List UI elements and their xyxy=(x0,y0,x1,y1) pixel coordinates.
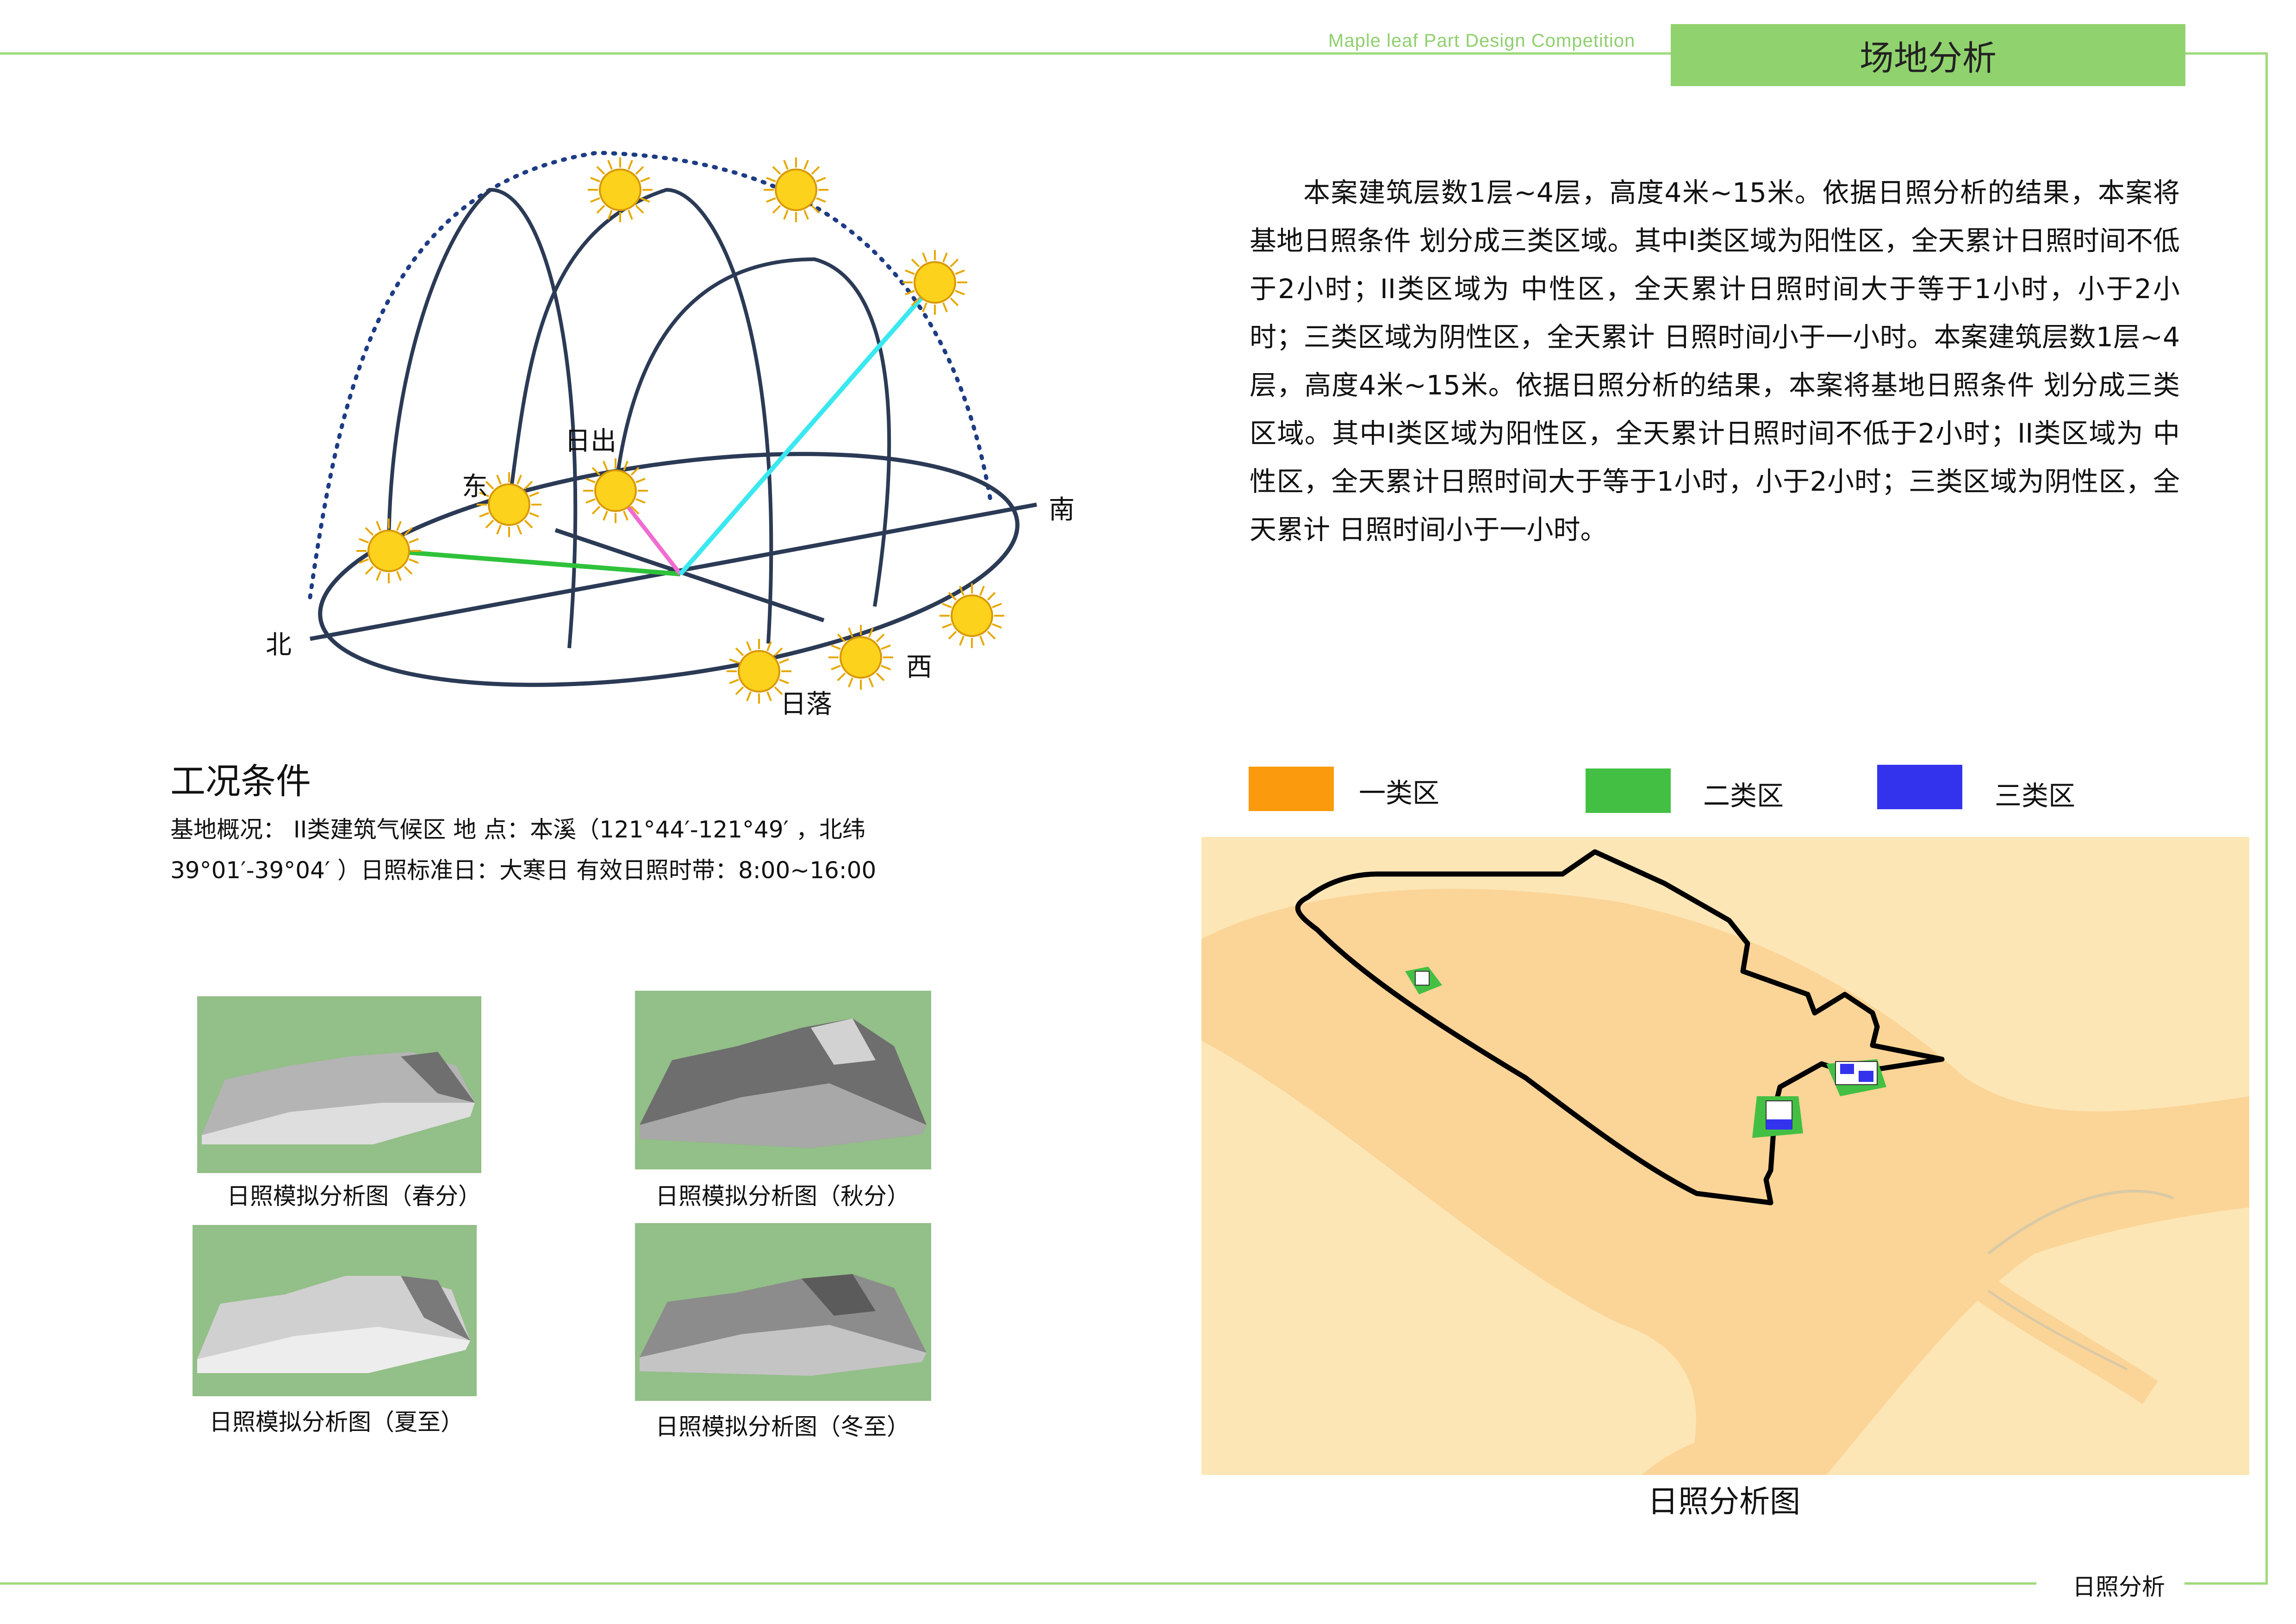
zone3-patch xyxy=(1859,1071,1873,1082)
label-sunset: 日落 xyxy=(780,689,832,719)
ray-green xyxy=(388,549,681,576)
footer-rule-left xyxy=(0,1582,2036,1585)
legend-swatch-zone1 xyxy=(1249,767,1334,811)
brand-text: Maple leaf Part Design Competition xyxy=(1328,31,1636,51)
gray-channel xyxy=(1987,1289,2128,1371)
caption-spring: 日照模拟分析图（春分） xyxy=(227,1183,481,1210)
ray-cyan xyxy=(678,281,937,576)
simulation-image-autumn xyxy=(635,991,931,1169)
label-sunrise: 日出 xyxy=(565,426,616,456)
sun-icon xyxy=(587,156,653,223)
footer-rule-right xyxy=(2184,1582,2268,1585)
sun-icon xyxy=(902,249,968,316)
label-east: 东 xyxy=(462,472,488,502)
conditions-line-1: 基地概况： II类建筑气候区 地 点：本溪（121°44′-121°49′ ，北… xyxy=(170,816,865,843)
sun-arc-2 xyxy=(507,187,773,644)
zone3-patch xyxy=(1766,1119,1792,1130)
simulation-image-spring xyxy=(197,996,481,1173)
label-north: 北 xyxy=(266,630,292,660)
legend-swatch-zone2 xyxy=(1586,768,1671,813)
caption-summer: 日照模拟分析图（夏至） xyxy=(209,1409,464,1436)
conditions-line-2: 39°01′-39°04′ ）日照标准日：大寒日 有效日照时带：8:00~16:… xyxy=(170,857,877,884)
building-block xyxy=(1415,971,1430,986)
footer-label: 日照分析 xyxy=(2072,1574,2165,1600)
horizon-ellipse xyxy=(318,452,1020,687)
gray-channel xyxy=(1987,1190,2174,1255)
caption-winter: 日照模拟分析图（冬至） xyxy=(655,1413,910,1440)
lower-branch xyxy=(1641,1438,1780,1475)
zone3-patch xyxy=(1840,1064,1854,1074)
simulation-image-summer xyxy=(193,1225,477,1396)
sun-icon xyxy=(828,624,894,691)
map-title: 日照分析图 xyxy=(1648,1484,1800,1519)
sunlight-analysis-map xyxy=(1201,837,2249,1475)
outer-sky-arc xyxy=(308,150,993,600)
sun-arc-3 xyxy=(614,257,891,607)
legend-label-zone2: 二类区 xyxy=(1703,780,1784,812)
sun-path-diagram: 东 日出 南 北 西 日落 xyxy=(266,150,1075,719)
sun-icon xyxy=(582,457,649,524)
east-west-axis xyxy=(554,528,825,623)
header-rule xyxy=(0,52,2268,55)
label-south: 南 xyxy=(1049,495,1075,525)
land-area xyxy=(1201,888,2249,1475)
label-west: 西 xyxy=(906,652,932,682)
right-frame-line xyxy=(2265,52,2268,1585)
conditions-text: 基地概况： II类建筑气候区 地 点：本溪（121°44′-121°49′ ，北… xyxy=(170,809,957,891)
intro-paragraph: 本案建筑层数1层~4层，高度4米~15米。依据日照分析的结果，本案将基地日照条件… xyxy=(1250,177,2180,545)
legend-label-zone1: 一类区 xyxy=(1359,777,1440,809)
sun-icon xyxy=(355,518,422,584)
legend-swatch-zone3 xyxy=(1877,765,1962,809)
legend-label-zone3: 三类区 xyxy=(1995,780,2076,812)
sun-icon xyxy=(939,582,1005,649)
simulation-image-winter xyxy=(635,1223,931,1401)
page-title: 场地分析 xyxy=(1671,24,2185,86)
sun-icon xyxy=(763,156,829,223)
caption-autumn: 日照模拟分析图（秋分） xyxy=(655,1183,910,1210)
conditions-title: 工况条件 xyxy=(170,761,311,802)
sun-arc-1 xyxy=(387,187,578,649)
site-boundary xyxy=(1295,849,1945,1206)
